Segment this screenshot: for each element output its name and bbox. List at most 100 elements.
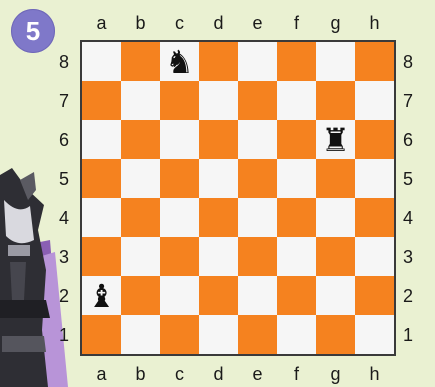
rank-label-left-5: 5 — [54, 169, 74, 189]
file-label-bottom-d: d — [199, 364, 239, 384]
file-label-top-g: g — [316, 13, 356, 33]
square-c2[interactable] — [160, 276, 199, 315]
file-label-top-a: a — [82, 13, 122, 33]
square-f4[interactable] — [277, 198, 316, 237]
square-b4[interactable] — [121, 198, 160, 237]
square-g4[interactable] — [316, 198, 355, 237]
square-g1[interactable] — [316, 315, 355, 354]
square-a5[interactable] — [82, 159, 121, 198]
square-c8[interactable]: ♞ — [160, 42, 199, 81]
square-e1[interactable] — [238, 315, 277, 354]
square-b3[interactable] — [121, 237, 160, 276]
square-h4[interactable] — [355, 198, 394, 237]
rank-label-left-7: 7 — [54, 91, 74, 111]
square-h2[interactable] — [355, 276, 394, 315]
square-c7[interactable] — [160, 81, 199, 120]
rank-label-right-1: 1 — [398, 325, 418, 345]
square-e4[interactable] — [238, 198, 277, 237]
rank-label-right-5: 5 — [398, 169, 418, 189]
square-g8[interactable] — [316, 42, 355, 81]
rank-label-right-3: 3 — [398, 247, 418, 267]
square-e6[interactable] — [238, 120, 277, 159]
square-f5[interactable] — [277, 159, 316, 198]
file-label-bottom-g: g — [316, 364, 356, 384]
square-h3[interactable] — [355, 237, 394, 276]
file-label-bottom-h: h — [355, 364, 395, 384]
square-d7[interactable] — [199, 81, 238, 120]
square-e8[interactable] — [238, 42, 277, 81]
square-d3[interactable] — [199, 237, 238, 276]
square-f2[interactable] — [277, 276, 316, 315]
file-label-bottom-b: b — [121, 364, 161, 384]
square-d4[interactable] — [199, 198, 238, 237]
square-a7[interactable] — [82, 81, 121, 120]
square-a1[interactable] — [82, 315, 121, 354]
square-d5[interactable] — [199, 159, 238, 198]
file-label-bottom-a: a — [82, 364, 122, 384]
square-e3[interactable] — [238, 237, 277, 276]
file-label-top-h: h — [355, 13, 395, 33]
square-a3[interactable] — [82, 237, 121, 276]
square-c5[interactable] — [160, 159, 199, 198]
rank-label-left-4: 4 — [54, 208, 74, 228]
square-e2[interactable] — [238, 276, 277, 315]
square-b7[interactable] — [121, 81, 160, 120]
square-d8[interactable] — [199, 42, 238, 81]
square-h6[interactable] — [355, 120, 394, 159]
rank-label-left-2: 2 — [54, 286, 74, 306]
file-label-bottom-c: c — [160, 364, 200, 384]
square-f1[interactable] — [277, 315, 316, 354]
black-bishop-piece[interactable]: ♝ — [87, 280, 116, 312]
file-label-top-c: c — [160, 13, 200, 33]
black-rook-piece[interactable]: ♜ — [321, 124, 350, 156]
square-a6[interactable] — [82, 120, 121, 159]
square-h1[interactable] — [355, 315, 394, 354]
square-g2[interactable] — [316, 276, 355, 315]
rank-label-right-8: 8 — [398, 52, 418, 72]
square-f3[interactable] — [277, 237, 316, 276]
rank-label-left-8: 8 — [54, 52, 74, 72]
square-g7[interactable] — [316, 81, 355, 120]
file-label-bottom-e: e — [238, 364, 278, 384]
square-f8[interactable] — [277, 42, 316, 81]
file-label-top-d: d — [199, 13, 239, 33]
puzzle-number-badge: 5 — [11, 9, 55, 53]
rank-label-left-1: 1 — [54, 325, 74, 345]
square-a4[interactable] — [82, 198, 121, 237]
rank-label-right-6: 6 — [398, 130, 418, 150]
square-d2[interactable] — [199, 276, 238, 315]
square-c1[interactable] — [160, 315, 199, 354]
rank-label-left-3: 3 — [54, 247, 74, 267]
square-c4[interactable] — [160, 198, 199, 237]
square-b6[interactable] — [121, 120, 160, 159]
square-c6[interactable] — [160, 120, 199, 159]
square-a2[interactable]: ♝ — [82, 276, 121, 315]
black-knight-piece[interactable]: ♞ — [165, 46, 194, 78]
square-g6[interactable]: ♜ — [316, 120, 355, 159]
file-label-top-e: e — [238, 13, 278, 33]
square-b8[interactable] — [121, 42, 160, 81]
rank-label-right-4: 4 — [398, 208, 418, 228]
square-c3[interactable] — [160, 237, 199, 276]
square-e7[interactable] — [238, 81, 277, 120]
square-h5[interactable] — [355, 159, 394, 198]
file-label-top-f: f — [277, 13, 317, 33]
chess-board: ♞ ♜ ♝ — [80, 40, 396, 356]
square-d6[interactable] — [199, 120, 238, 159]
square-d1[interactable] — [199, 315, 238, 354]
square-g5[interactable] — [316, 159, 355, 198]
square-f6[interactable] — [277, 120, 316, 159]
square-b5[interactable] — [121, 159, 160, 198]
square-b2[interactable] — [121, 276, 160, 315]
rank-label-left-6: 6 — [54, 130, 74, 150]
square-h7[interactable] — [355, 81, 394, 120]
rank-label-right-2: 2 — [398, 286, 418, 306]
square-g3[interactable] — [316, 237, 355, 276]
file-label-bottom-f: f — [277, 364, 317, 384]
square-a8[interactable] — [82, 42, 121, 81]
square-b1[interactable] — [121, 315, 160, 354]
square-f7[interactable] — [277, 81, 316, 120]
rank-label-right-7: 7 — [398, 91, 418, 111]
square-h8[interactable] — [355, 42, 394, 81]
square-e5[interactable] — [238, 159, 277, 198]
